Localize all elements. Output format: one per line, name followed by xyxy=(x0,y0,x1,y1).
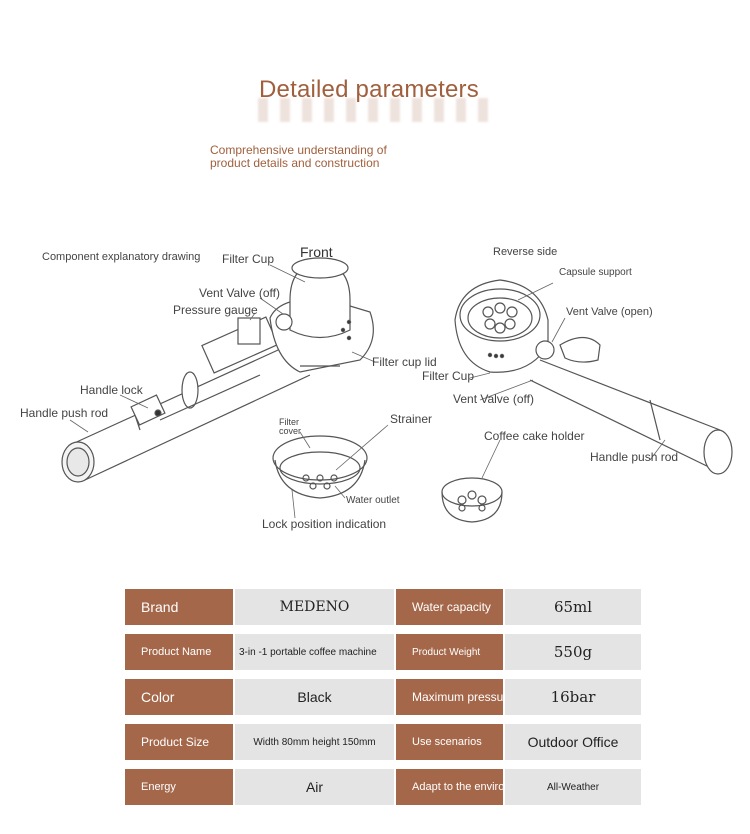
spec-value: 65ml xyxy=(505,589,641,625)
label-handle-lock: Handle lock xyxy=(80,383,143,397)
label-strainer: Strainer xyxy=(390,412,433,426)
coffee-cake-holder-drawing xyxy=(441,477,503,523)
reverse-label: Reverse side xyxy=(493,246,558,258)
spec-row: Product Name 3-in -1 portable coffee mac… xyxy=(125,634,641,670)
spec-key: Brand xyxy=(125,589,233,625)
label-coffee-cake-holder: Coffee cake holder xyxy=(484,429,585,443)
spec-value: MEDENO xyxy=(235,589,394,625)
diagram-caption: Component explanatory drawing xyxy=(42,251,201,263)
component-diagram xyxy=(61,257,733,523)
spec-value: Air xyxy=(235,769,394,805)
spec-key: Product Weight xyxy=(396,634,503,670)
spec-row: Color Black Maximum pressu 16bar xyxy=(125,679,641,715)
label-filter-cup-lid: Filter cup lid xyxy=(372,355,437,369)
spec-key: Color xyxy=(125,679,233,715)
spec-key: Energy xyxy=(125,769,233,805)
spec-key: Product Size xyxy=(125,724,233,760)
label-pressure-gauge: Pressure gauge xyxy=(173,303,258,317)
label-filter-cover: Filter cover xyxy=(279,417,302,436)
label-handle-push-rod: Handle push rod xyxy=(20,406,109,420)
label-handle-push-rod-reverse: Handle push rod xyxy=(590,450,679,464)
title-shadow-decoration xyxy=(258,98,488,122)
reverse-drawing xyxy=(454,279,733,475)
spec-key: Adapt to the enviro xyxy=(396,769,503,805)
spec-value: Black xyxy=(235,679,394,715)
label-vent-valve-open: Vent Valve (open) xyxy=(566,306,653,318)
filter-cover-drawing xyxy=(272,435,368,499)
spec-key: Maximum pressu xyxy=(396,679,503,715)
page-subtitle: Comprehensive understanding of product d… xyxy=(210,143,387,170)
label-filter-cup-reverse: Filter Cup xyxy=(422,369,475,383)
label-water-outlet: Water outlet xyxy=(346,495,400,506)
spec-value: All-Weather xyxy=(505,769,641,805)
spec-row: Energy Air Adapt to the enviro All-Weath… xyxy=(125,769,641,805)
label-capsule-support: Capsule support xyxy=(559,267,632,278)
page-title: Detailed parameters xyxy=(259,76,479,103)
spec-value: 550g xyxy=(505,634,641,670)
spec-value: Outdoor Office xyxy=(505,724,641,760)
spec-row: Product Size Width 80mm height 150mm Use… xyxy=(125,724,641,760)
front-head-drawing xyxy=(237,257,374,373)
spec-value: 3-in -1 portable coffee machine xyxy=(235,634,394,670)
leader-lines xyxy=(69,264,666,519)
label-filter-cup: Filter Cup xyxy=(222,252,275,266)
spec-key: Product Name xyxy=(125,634,233,670)
front-label: Front xyxy=(300,244,333,260)
spec-value: 16bar xyxy=(505,679,641,715)
label-vent-valve-off-reverse: Vent Valve (off) xyxy=(453,392,534,406)
spec-key: Use scenarios xyxy=(396,724,503,760)
spec-key: Water capacity xyxy=(396,589,503,625)
spec-value: Width 80mm height 150mm xyxy=(235,724,394,760)
label-lock-position: Lock position indication xyxy=(262,517,387,531)
label-vent-valve-off: Vent Valve (off) xyxy=(199,286,280,300)
spec-row: Brand MEDENO Water capacity 65ml xyxy=(125,589,641,625)
